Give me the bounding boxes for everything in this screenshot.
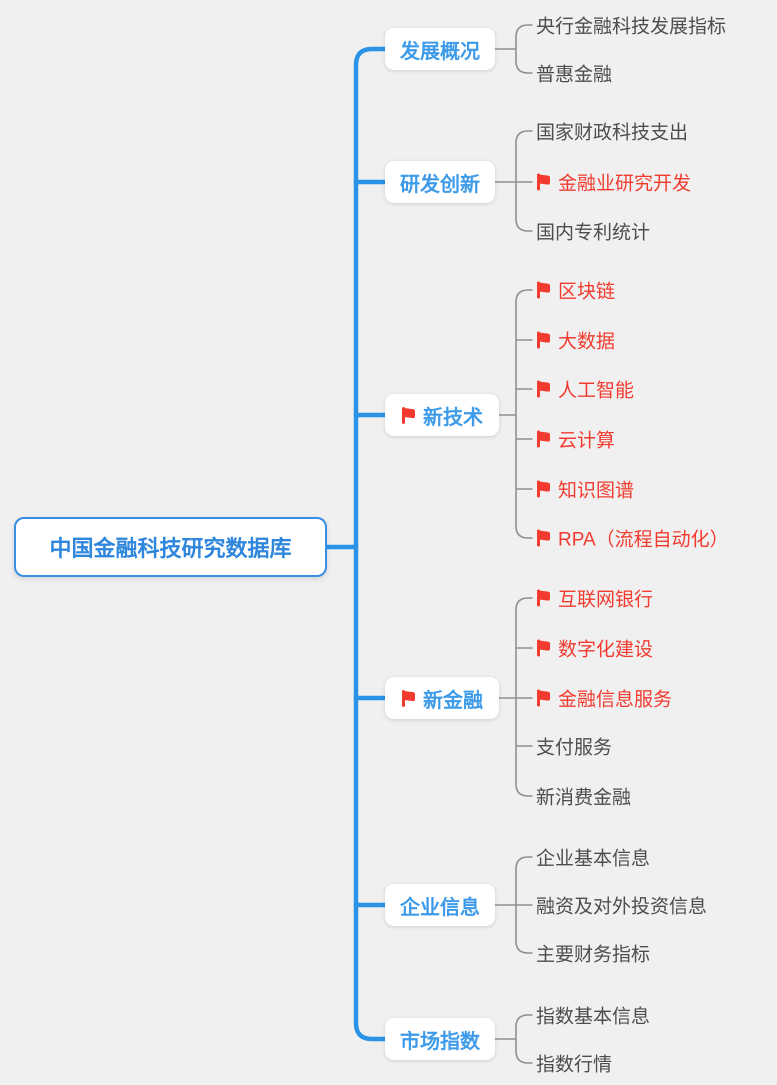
flag-icon (536, 331, 551, 349)
leaf-label: 主要财务指标 (536, 944, 651, 966)
leaf-label: 金融业研究开发 (558, 173, 692, 195)
branch-node-market-index[interactable]: 市场指数 (385, 1018, 495, 1060)
root-node[interactable]: 中国金融科技研究数据库 (14, 517, 327, 577)
leaf-node[interactable]: 金融信息服务 (536, 685, 672, 712)
leaf-node[interactable]: 指数基本信息 (536, 1002, 650, 1029)
branch-label: 企业信息 (400, 896, 480, 919)
branch-label: 新金融 (423, 689, 483, 712)
leaf-node[interactable]: 新消费金融 (536, 783, 631, 810)
leaf-label: 支付服务 (536, 737, 613, 759)
leaf-node[interactable]: 金融业研究开发 (536, 169, 691, 196)
leaf-label: 人工智能 (558, 380, 635, 402)
leaf-label: 国家财政科技支出 (536, 122, 689, 144)
leaf-node[interactable]: 企业基本信息 (536, 844, 650, 871)
leaf-label: 指数行情 (536, 1054, 613, 1076)
leaf-node[interactable]: 指数行情 (536, 1050, 612, 1077)
branch-node-new-technology[interactable]: 新技术 (385, 394, 499, 436)
flag-icon (536, 639, 551, 657)
leaf-label: 金融信息服务 (558, 689, 673, 711)
root-label: 中国金融科技研究数据库 (49, 536, 292, 561)
leaf-node[interactable]: 支付服务 (536, 733, 612, 760)
leaf-label: 数字化建设 (558, 639, 654, 661)
flag-icon (536, 529, 551, 547)
leaf-label: 互联网银行 (558, 589, 654, 611)
branch-label: 研发创新 (400, 173, 480, 196)
leaf-label: 新消费金融 (536, 787, 632, 809)
flag-icon (536, 380, 551, 398)
leaf-node[interactable]: 央行金融科技发展指标 (536, 12, 726, 39)
leaf-label: 大数据 (558, 331, 616, 353)
flag-icon (536, 173, 551, 191)
branch-node-rd-innovation[interactable]: 研发创新 (385, 161, 495, 203)
branch-label: 发展概况 (400, 40, 480, 63)
branch-node-new-finance[interactable]: 新金融 (385, 677, 499, 719)
leaf-node[interactable]: RPA（流程自动化） (536, 525, 729, 552)
leaf-label: 知识图谱 (558, 480, 635, 502)
flag-icon (536, 430, 551, 448)
leaf-label: 云计算 (558, 430, 616, 452)
leaf-label: 国内专利统计 (536, 222, 651, 244)
leaf-label: 融资及对外投资信息 (536, 896, 708, 918)
leaf-node[interactable]: 融资及对外投资信息 (536, 892, 707, 919)
leaf-node[interactable]: 国内专利统计 (536, 218, 650, 245)
branch-node-development-overview[interactable]: 发展概况 (385, 28, 495, 70)
leaf-label: 企业基本信息 (536, 848, 651, 870)
leaf-node[interactable]: 知识图谱 (536, 476, 634, 503)
flag-icon (536, 589, 551, 607)
branch-label: 市场指数 (400, 1030, 480, 1053)
leaf-node[interactable]: 人工智能 (536, 376, 634, 403)
leaf-node[interactable]: 区块链 (536, 277, 615, 304)
leaf-node[interactable]: 普惠金融 (536, 60, 612, 87)
leaf-node[interactable]: 主要财务指标 (536, 940, 650, 967)
leaf-node[interactable]: 大数据 (536, 327, 615, 354)
leaf-label: 央行金融科技发展指标 (536, 16, 727, 38)
leaf-node[interactable]: 云计算 (536, 426, 615, 453)
flag-icon (536, 480, 551, 498)
branch-label: 新技术 (423, 406, 483, 429)
branch-node-enterprise-info[interactable]: 企业信息 (385, 884, 495, 926)
flag-icon (401, 406, 416, 424)
leaf-label: 区块链 (558, 281, 616, 303)
leaf-label: 普惠金融 (536, 64, 613, 86)
leaf-node[interactable]: 互联网银行 (536, 585, 653, 612)
flag-icon (536, 689, 551, 707)
flag-icon (401, 689, 416, 707)
leaf-node[interactable]: 国家财政科技支出 (536, 118, 688, 145)
leaf-node[interactable]: 数字化建设 (536, 635, 653, 662)
leaf-label: 指数基本信息 (536, 1006, 651, 1028)
leaf-label: RPA（流程自动化） (558, 529, 729, 551)
flag-icon (536, 281, 551, 299)
